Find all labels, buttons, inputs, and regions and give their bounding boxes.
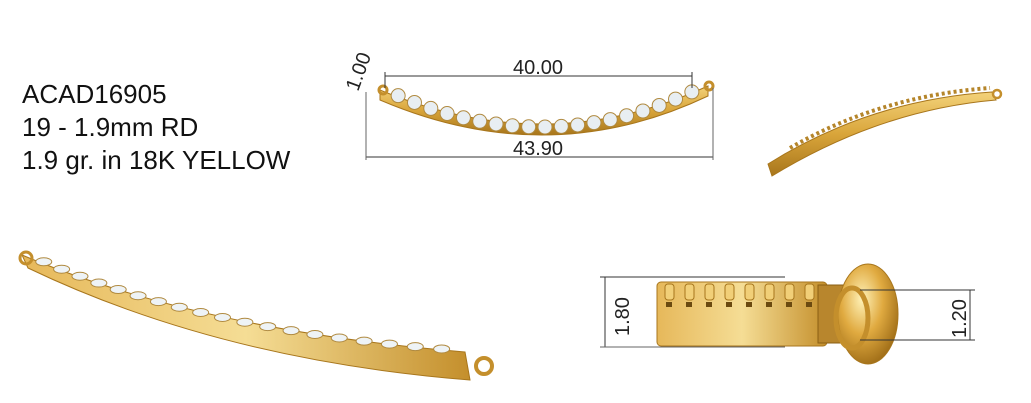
stone — [570, 117, 586, 133]
prong-gap — [766, 302, 772, 307]
stone — [488, 116, 504, 132]
stone — [355, 336, 373, 346]
prong — [764, 283, 775, 301]
stone — [472, 113, 488, 129]
prong — [784, 283, 795, 301]
dim-overall-width: 43.90 — [513, 138, 563, 160]
stone — [651, 97, 667, 113]
dim-loop-height: 1.20 — [949, 299, 971, 338]
prong-gap — [686, 302, 692, 307]
prong — [744, 283, 755, 301]
prong-gap — [806, 302, 812, 307]
perspective-view — [767, 86, 1003, 177]
stone — [129, 291, 147, 301]
stone — [521, 119, 537, 135]
stone — [635, 103, 651, 119]
prong-gap — [746, 302, 752, 307]
prong — [684, 283, 695, 301]
stone — [619, 108, 635, 124]
dim-inner-width: 40.00 — [513, 57, 563, 79]
stone — [439, 106, 455, 122]
stone — [109, 285, 127, 295]
stone — [259, 322, 277, 332]
stone-spec: 19 - 1.9mm RD — [22, 112, 199, 142]
stone — [306, 329, 324, 339]
stone — [668, 91, 684, 107]
prong — [724, 283, 735, 301]
dim-loop: 1.00 — [342, 50, 376, 94]
prong — [704, 283, 715, 301]
model-number: ACAD16905 — [22, 79, 167, 109]
stone — [53, 264, 71, 274]
stone — [553, 118, 569, 134]
stone — [282, 326, 300, 336]
prong-gap — [726, 302, 732, 307]
stone — [90, 278, 108, 288]
top-view: 40.00 43.90 1.00 — [342, 50, 715, 160]
angled-view — [18, 250, 494, 381]
stone — [455, 110, 471, 126]
stone — [390, 88, 406, 104]
prong-gap — [786, 302, 792, 307]
prong-gap — [706, 302, 712, 307]
prong-gap — [666, 302, 672, 307]
prong — [804, 283, 815, 301]
stone — [433, 344, 451, 354]
stone — [71, 271, 89, 281]
stone — [406, 342, 424, 352]
stone — [236, 317, 254, 327]
stone — [423, 100, 439, 116]
stone — [149, 297, 167, 307]
stone — [35, 257, 53, 267]
loop-left — [377, 84, 389, 96]
stone — [602, 112, 618, 128]
stone — [504, 118, 520, 134]
stone — [380, 339, 398, 349]
stone — [192, 308, 210, 318]
end-view: 1.80 1.20 — [600, 263, 975, 365]
prong — [664, 283, 675, 301]
stone — [214, 313, 231, 322]
loop-right — [703, 80, 715, 92]
stone — [586, 115, 602, 131]
stone — [537, 119, 553, 135]
weight-metal-spec: 1.9 gr. in 18K YELLOW — [22, 145, 291, 175]
stone — [406, 94, 422, 110]
stone — [330, 333, 348, 343]
dim-height: 1.80 — [612, 297, 634, 336]
stone — [170, 302, 188, 312]
